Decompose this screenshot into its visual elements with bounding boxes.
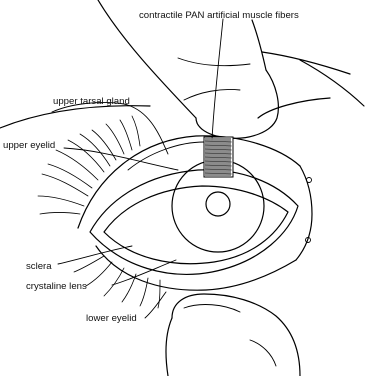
- lid-fold-right: [296, 166, 312, 260]
- upper-eyelashes: [38, 116, 140, 214]
- punctum-upper: [307, 178, 312, 183]
- label-upper-eyelid: upper eyelid: [3, 140, 55, 151]
- lower-eyelid-contour: [96, 246, 296, 290]
- leader-lower-eyelid: [145, 292, 166, 318]
- label-sclera: sclera: [26, 261, 52, 272]
- pan-fiber-patch: [204, 137, 233, 177]
- label-lower-eyelid: lower eyelid: [86, 313, 137, 324]
- upper-eyelid-contour: [78, 136, 300, 228]
- lid-margin: [90, 170, 298, 275]
- label-crystaline-lens: crystaline lens: [26, 281, 87, 292]
- leader-fibers: [212, 19, 223, 140]
- lower-finger: [166, 294, 300, 376]
- leader-lines: [52, 19, 223, 318]
- label-fibers: contractile PAN artificial muscle fibers: [139, 10, 299, 21]
- label-upper-tarsal-gland: upper tarsal gland: [53, 96, 130, 107]
- eyelid-crease: [128, 142, 204, 170]
- pupil: [206, 192, 230, 216]
- brow-line: [0, 106, 150, 128]
